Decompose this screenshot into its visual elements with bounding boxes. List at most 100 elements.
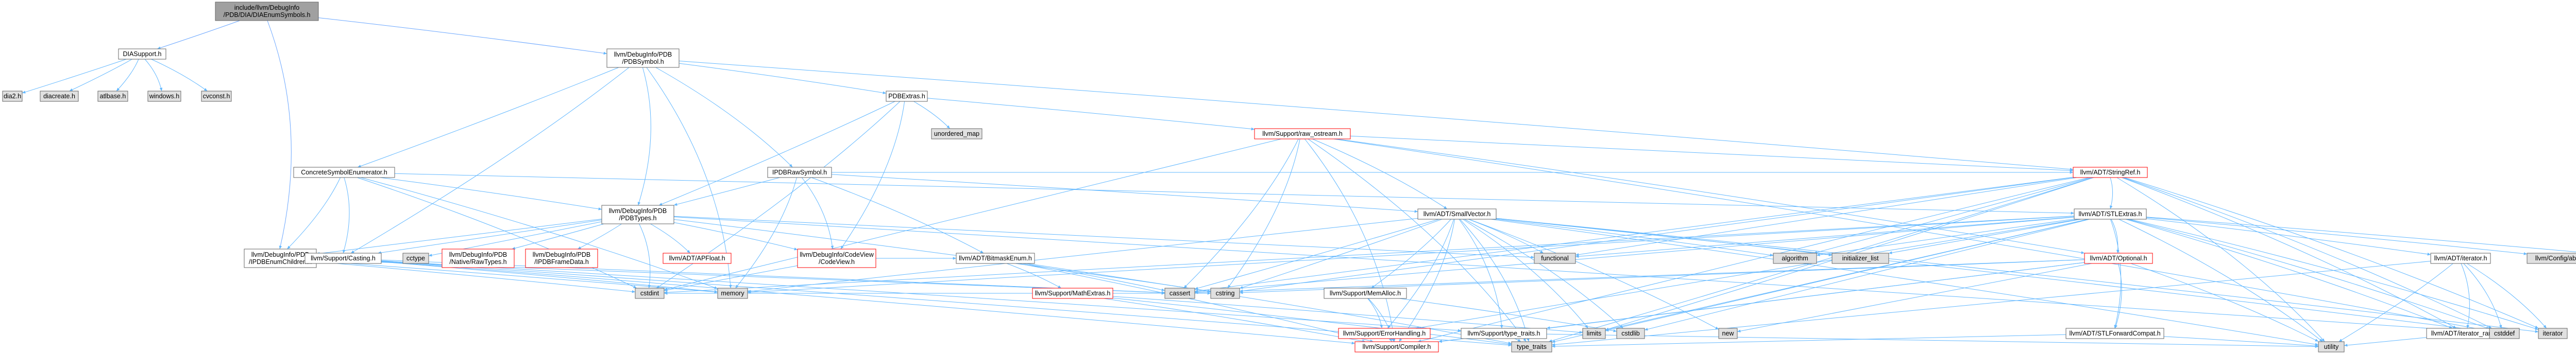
- node-label-cstdlib-0: cstdlib: [1621, 330, 1639, 337]
- node-box-concrete: [293, 167, 395, 178]
- node-label-dia2-0: dia2.h: [4, 93, 21, 100]
- node-mathextras[interactable]: llvm/Support/MathExtras.h: [1032, 288, 1113, 299]
- node-configab: llvm/Config/abi-breaking.h: [2527, 253, 2576, 264]
- edge-stlextras-to-iterator: [2129, 219, 2539, 330]
- node-errorhandling[interactable]: llvm/Support/ErrorHandling.h: [1338, 328, 1431, 339]
- edge-iunknown-to-dia2: [22, 59, 127, 94]
- node-apfloat[interactable]: llvm/ADT/APFloat.h: [663, 253, 732, 264]
- node-label-apfloat-0: llvm/ADT/APFloat.h: [669, 255, 725, 262]
- node-casting[interactable]: llvm/Support/Casting.h: [304, 253, 382, 264]
- node-label-optional-0: llvm/ADT/Optional.h: [2090, 255, 2147, 262]
- edge-ipdbraw-to-smallvector: [831, 174, 1418, 213]
- edge-stlextras-to-optional: [2111, 219, 2120, 254]
- node-cctype: cctype: [402, 253, 429, 264]
- edge-concrete-to-casting: [343, 177, 350, 254]
- node-box-ipdbraw: [767, 167, 832, 178]
- node-ipdbenum[interactable]: llvm/DebugInfo/PDB/IPDBEnumChildren.h: [244, 249, 317, 268]
- node-bitmask[interactable]: llvm/ADT/BitmaskEnum.h: [956, 253, 1035, 264]
- node-box-algorithm: [1773, 253, 1817, 264]
- edge-pdbsymbol-to-ipdbraw: [655, 67, 793, 168]
- node-label-typetraits-0: llvm/Support/type_traits.h: [1467, 330, 1540, 337]
- node-iterrange[interactable]: llvm/ADT/iterator_range.h: [2426, 328, 2510, 339]
- node-box-windows: [147, 91, 181, 102]
- node-rawtypes[interactable]: llvm/DebugInfo/PDB/Native/RawTypes.h: [442, 249, 515, 268]
- node-stlforward[interactable]: llvm/ADT/STLForwardCompat.h: [2065, 328, 2164, 339]
- node-label-concrete-0: ConcreteSymbolEnumerator.h: [301, 169, 387, 176]
- edge-pdbextras-to-unordered_map: [913, 101, 951, 129]
- edge-mathextras-to-type_traits: [1112, 297, 1512, 346]
- node-label-type_traits-0: type_traits: [1517, 343, 1547, 350]
- edge-stlextras-to-limits: [1605, 219, 2088, 332]
- node-box-framedata: [525, 249, 598, 268]
- node-memalloc[interactable]: llvm/Support/MemAlloc.h: [1324, 288, 1407, 299]
- edge-smallvector-to-iterator: [1496, 218, 2539, 333]
- node-label-iunknown-0: DIASupport.h: [123, 50, 161, 58]
- edge-stlextras-to-initlist: [1888, 219, 2081, 254]
- edge-raw_ostream-to-cstddef: [1333, 138, 2490, 332]
- edge-smallvector-to-typetraits: [1459, 219, 1503, 329]
- edge-ipdbraw-to-pdbtypes: [673, 177, 780, 206]
- node-label-smallvector-0: llvm/ADT/SmallVector.h: [1423, 210, 1491, 218]
- node-stringref[interactable]: llvm/ADT/StringRef.h: [2073, 167, 2148, 178]
- edge-ipdbenum-to-memory: [316, 260, 718, 294]
- edge-errorhandling-to-compiler: [1388, 338, 1393, 342]
- edge-pdbextras-to-codeview: [840, 101, 905, 250]
- node-label-codeview-0: llvm/DebugInfo/CodeView: [800, 251, 874, 258]
- node-label-configab-0: llvm/Config/abi-breaking.h: [2535, 255, 2576, 262]
- edge-ipdbraw-to-bitmask: [811, 177, 984, 254]
- edge-pdbtypes-to-codeview: [673, 222, 798, 251]
- edge-mathextras-to-compiler: [1104, 298, 1366, 343]
- node-compiler[interactable]: llvm/Support/Compiler.h: [1354, 341, 1439, 352]
- node-pdbtypes[interactable]: llvm/DebugInfo/PDB/PDBTypes.h: [601, 205, 674, 224]
- node-box-configab: [2527, 253, 2576, 264]
- node-root: include/llvm/DebugInfo/PDB/DIA/DIAEnumSy…: [215, 2, 319, 21]
- node-stlextras[interactable]: llvm/ADT/STLExtras.h: [2074, 208, 2147, 220]
- node-atlbase: atlbase.h: [97, 91, 128, 102]
- node-codeview[interactable]: llvm/DebugInfo/CodeView/CodeView.h: [797, 249, 876, 268]
- node-new: new: [1718, 328, 1738, 339]
- node-concrete[interactable]: ConcreteSymbolEnumerator.h: [293, 167, 395, 178]
- node-adtiterator[interactable]: llvm/ADT/iterator.h: [2430, 253, 2491, 264]
- node-label-framedata-0: llvm/DebugInfo/PDB: [533, 251, 591, 258]
- node-label-cassert-0: cassert: [1170, 290, 1191, 297]
- node-label-cstdint-0: cstdint: [640, 290, 659, 297]
- node-label-stlforward-0: llvm/ADT/STLForwardCompat.h: [2069, 330, 2160, 337]
- edge-bitmask-to-cassert: [1022, 263, 1165, 291]
- edge-pdbextras-to-raw_ostream: [927, 98, 1255, 131]
- edge-raw_ostream-to-cassert: [1183, 138, 1299, 289]
- node-iunknown[interactable]: DIASupport.h: [118, 48, 166, 60]
- node-label-cstddef-0: cstddef: [2494, 330, 2515, 337]
- node-label-pdbsymbol-0: llvm/DebugInfo/PDB: [614, 51, 672, 58]
- edge-casting-to-compiler: [381, 261, 1355, 345]
- node-box-cassert: [1164, 288, 1195, 299]
- edge-pdbtypes-to-framedata: [578, 223, 622, 250]
- edge-ipdbraw-to-codeview: [801, 177, 834, 250]
- edge-stringref-to-cstddef: [2123, 177, 2492, 329]
- edge-raw_ostream-to-cstring: [1227, 138, 1300, 289]
- node-optional[interactable]: llvm/ADT/Optional.h: [2084, 253, 2153, 264]
- node-label-casting-0: llvm/Support/Casting.h: [311, 255, 376, 262]
- edge-stlextras-to-adtiterator: [2146, 218, 2431, 256]
- node-pdbsymbol[interactable]: llvm/DebugInfo/PDB/PDBSymbol.h: [606, 48, 680, 68]
- node-label-unordered_map-0: unordered_map: [934, 130, 979, 137]
- node-box-functional: [1534, 253, 1576, 264]
- edge-stringref-to-cassert: [1194, 177, 2074, 293]
- node-box-compiler: [1354, 341, 1439, 352]
- edge-optional-to-typetraits: [1546, 262, 2085, 329]
- node-label-ipdbraw-0: IPDBRawSymbol.h: [772, 169, 827, 176]
- node-framedata[interactable]: llvm/DebugInfo/PDB/IPDBFrameData.h: [525, 249, 598, 268]
- node-memory: memory: [717, 288, 748, 299]
- edge-concrete-to-ipdbenum: [287, 177, 341, 250]
- node-box-iterator: [2538, 328, 2568, 339]
- node-pdbextras[interactable]: PDBExtras.h: [886, 91, 928, 102]
- node-smallvector[interactable]: llvm/ADT/SmallVector.h: [1417, 208, 1497, 220]
- edge-memalloc-to-errorhandling: [1367, 298, 1383, 329]
- node-diacreate: diacreate.h: [40, 91, 79, 102]
- node-box-stringref: [2073, 167, 2148, 178]
- node-raw_ostream[interactable]: llvm/Support/raw_ostream.h: [1254, 128, 1351, 139]
- node-box-apfloat: [663, 253, 732, 264]
- edge-bitmask-to-mathextras: [1006, 263, 1062, 289]
- node-label-raw_ostream-0: llvm/Support/raw_ostream.h: [1262, 130, 1343, 137]
- node-typetraits[interactable]: llvm/Support/type_traits.h: [1461, 328, 1547, 339]
- node-ipdbraw[interactable]: IPDBRawSymbol.h: [767, 167, 832, 178]
